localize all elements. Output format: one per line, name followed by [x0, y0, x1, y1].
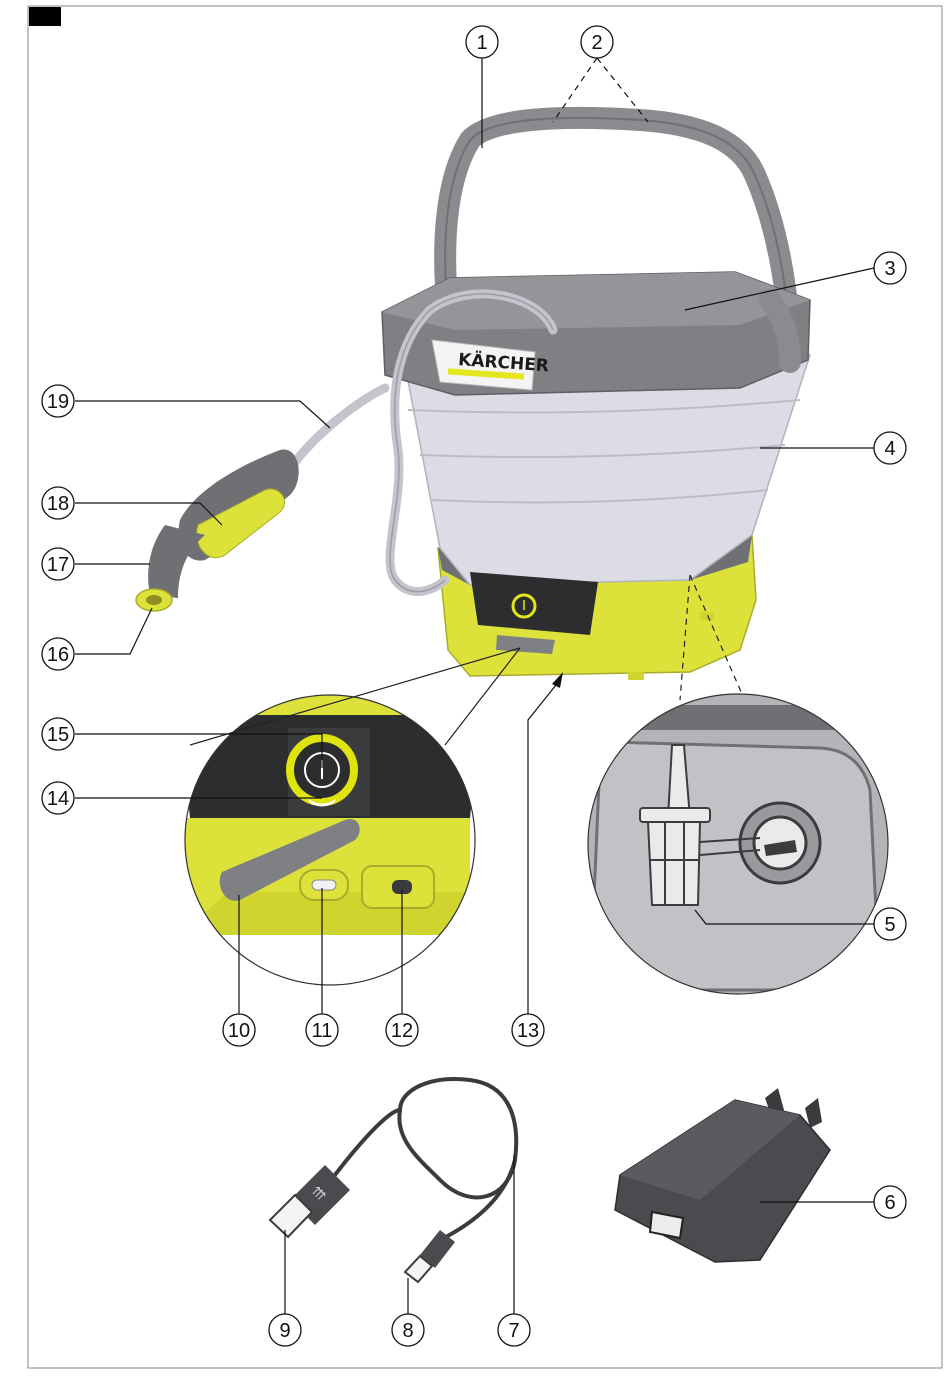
callout-7: 7	[508, 1320, 519, 1342]
callout-10: 10	[228, 1020, 250, 1042]
hose-to-gun	[295, 388, 385, 462]
callout-bubble: 16	[42, 638, 74, 670]
callout-bubble: 13	[512, 1014, 544, 1046]
callout-6: 6	[884, 1192, 895, 1214]
callout-16: 16	[47, 644, 69, 666]
power-adapter	[615, 1088, 830, 1262]
callout-bubble: 19	[42, 385, 74, 417]
callout-18: 18	[47, 493, 69, 515]
callout-2: 2	[591, 32, 602, 54]
callout-5: 5	[884, 914, 895, 936]
callout-bubble: 17	[42, 548, 74, 580]
callout-bubble: 8	[392, 1314, 424, 1346]
callout-1: 1	[476, 32, 487, 54]
detail-view-controls	[180, 648, 520, 990]
callout-14: 14	[47, 788, 69, 810]
callout-9: 9	[279, 1320, 290, 1342]
pressure-washer-bucket: KÄRCHER	[382, 118, 810, 680]
callout-bubble: 7	[498, 1314, 530, 1346]
callout-13: 13	[517, 1020, 539, 1042]
callout-bubble: 18	[42, 487, 74, 519]
callout-17: 17	[47, 554, 69, 576]
callout-bubble: 14	[42, 782, 74, 814]
callout-4: 4	[884, 438, 895, 460]
usb-cable: ⇶	[270, 1079, 516, 1282]
callout-bubble: 12	[386, 1014, 418, 1046]
callout-bubble: 11	[306, 1014, 338, 1046]
callout-bubble: 5	[874, 908, 906, 940]
callout-bubble: 2	[581, 26, 613, 58]
callout-11: 11	[312, 1020, 333, 1042]
callout-bubble: 6	[874, 1186, 906, 1218]
callout-12: 12	[391, 1020, 413, 1042]
spray-gun	[136, 388, 385, 611]
callout-3: 3	[884, 258, 895, 280]
corner-marker	[29, 7, 61, 26]
callout-bubble: 10	[223, 1014, 255, 1046]
callout-bubble: 1	[466, 26, 498, 58]
cable-loop	[320, 1079, 516, 1197]
callout-bubble: 4	[874, 432, 906, 464]
callout-19: 19	[47, 391, 69, 413]
spray-lance	[148, 525, 205, 598]
callout-bubble: 9	[269, 1314, 301, 1346]
callout-bubble: 3	[874, 252, 906, 284]
callout-15: 15	[47, 724, 69, 746]
callout-bubble: 15	[42, 718, 74, 750]
callout-8: 8	[402, 1320, 413, 1342]
